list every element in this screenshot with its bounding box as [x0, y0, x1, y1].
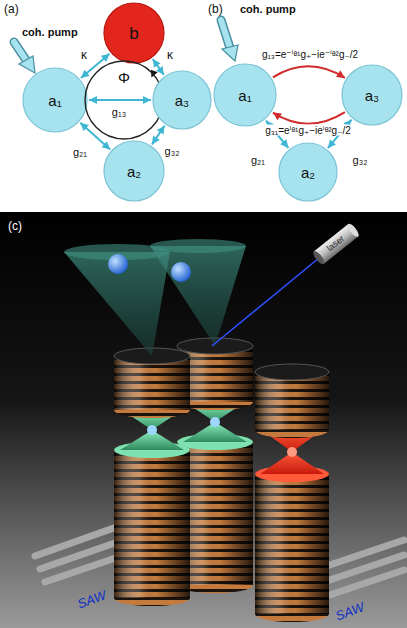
arrowhead [280, 139, 288, 148]
coupling-arrow [152, 126, 165, 145]
arrowhead [153, 59, 161, 68]
mode-circle: b [103, 2, 165, 64]
node-text: a₁ [238, 88, 251, 103]
arrowhead [81, 70, 90, 78]
laser-body [311, 222, 360, 266]
node-text: a₁ [48, 93, 61, 108]
micropillar [114, 348, 190, 606]
phase-loop: Φ [84, 60, 164, 140]
micropillar [255, 364, 329, 622]
coupling-arrow [89, 99, 151, 101]
pump-arrow [221, 20, 238, 61]
coupling-arrow [273, 112, 345, 124]
coupling-label: g₂₁ [249, 154, 267, 166]
photon [108, 254, 128, 274]
panel-label: laser [325, 234, 346, 254]
mode-circle: a₃ [341, 64, 403, 126]
node-text: a₂ [301, 165, 315, 180]
mode-circle: a₂ [278, 142, 338, 202]
coupling-label: κ [165, 49, 175, 62]
coupling-arrow [153, 59, 164, 75]
photon [171, 262, 191, 282]
node-text: Φ [118, 70, 130, 85]
panel-background [0, 212, 407, 628]
arrowhead [152, 136, 160, 145]
arrowhead [143, 96, 151, 104]
laser-beam [212, 258, 319, 346]
arrowhead [273, 113, 282, 121]
coupling-label: g₁₃=e⁻ⁱᶿ¹g₊−ie⁻ⁱᶿ²g₋/2 [260, 49, 360, 60]
arrowhead [102, 141, 111, 149]
node-text: a₂ [127, 164, 141, 179]
mode-circle: a₁ [22, 67, 88, 133]
arrowhead [156, 66, 164, 75]
coupling-arrow [273, 66, 345, 78]
panel-label: SAW [76, 588, 109, 611]
arrowhead [157, 126, 165, 135]
panel-label: coh. pump [22, 26, 78, 38]
arrowhead [328, 139, 336, 148]
node-text: b [129, 25, 138, 42]
panel-label: coh. pump [240, 3, 296, 15]
coupling-label: g₂₁ [71, 146, 89, 158]
emission-cone [64, 239, 246, 356]
mode-circle: a₂ [103, 140, 165, 202]
panel-label: SAW [334, 600, 367, 623]
coupling-label: g₃₁=eⁱᶿ¹g₊−ieⁱᶿ²g₋/2 [263, 125, 353, 136]
coupling-label: g₁₃ [110, 106, 128, 118]
panel-label: (a) [4, 3, 19, 16]
node-text: a₃ [175, 93, 189, 108]
arrowhead [101, 54, 110, 62]
arrowhead [80, 123, 89, 131]
arrowhead [336, 70, 345, 78]
panel-label: (c) [8, 220, 22, 233]
mode-circle: a₁ [213, 63, 277, 127]
arrowhead [89, 96, 97, 104]
pump-arrow [14, 42, 35, 73]
mode-circle: a₃ [152, 70, 212, 130]
node-text: a₃ [365, 88, 379, 103]
panel-label: (b) [208, 3, 223, 16]
coupling-label: κ [79, 49, 89, 62]
coupling-label: g₃₂ [351, 154, 370, 166]
coupling-label: g₃₂ [163, 145, 182, 157]
